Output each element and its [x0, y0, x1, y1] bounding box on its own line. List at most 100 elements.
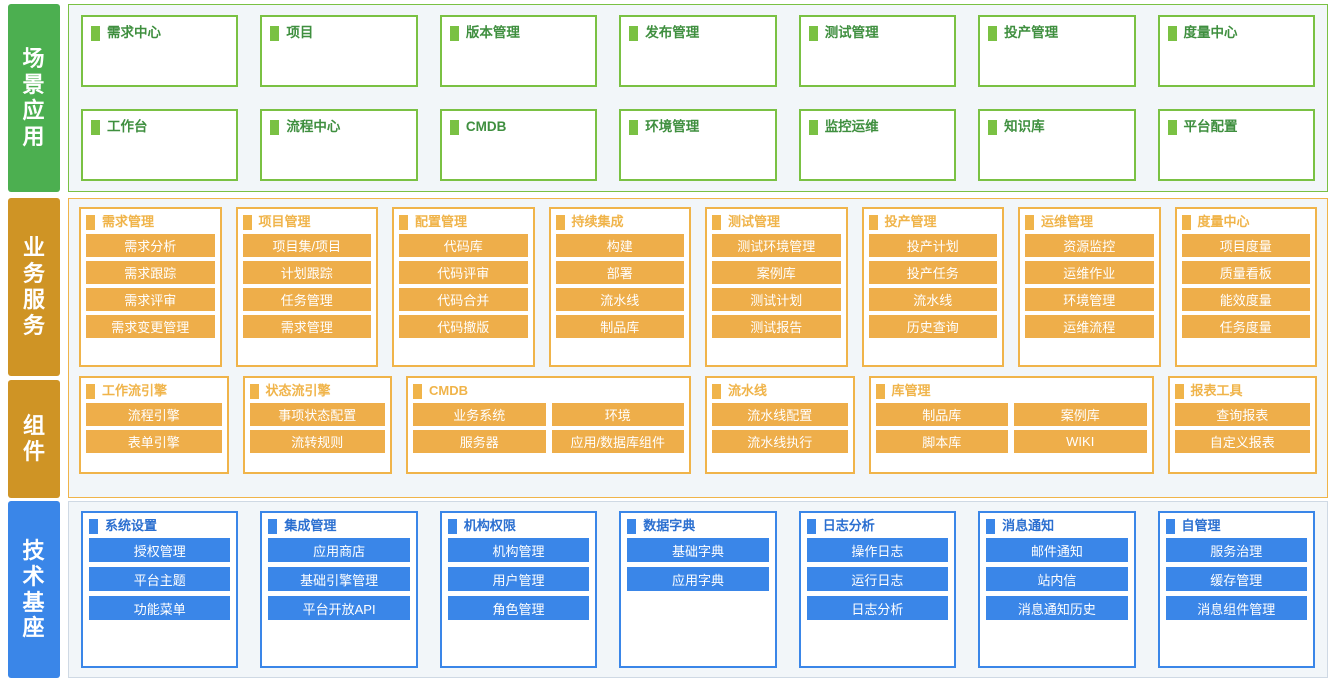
technical-foundation-item-服务治理[interactable]: 服务治理: [1165, 538, 1307, 562]
business-services-item-任务管理[interactable]: 任务管理: [242, 288, 371, 311]
business-services-item-测试环境管理[interactable]: 测试环境管理: [712, 234, 841, 257]
scene-card-知识库[interactable]: 知识库: [978, 109, 1136, 181]
components-item-脚本库[interactable]: 脚本库: [875, 430, 1008, 453]
technical-foundation-item-操作日志[interactable]: 操作日志: [806, 538, 949, 562]
business-services-item-运维流程[interactable]: 运维流程: [1025, 315, 1154, 338]
business-services-item-流水线[interactable]: 流水线: [555, 288, 684, 311]
business-services-item-历史查询[interactable]: 历史查询: [868, 315, 997, 338]
components-item-流水线执行[interactable]: 流水线执行: [712, 430, 848, 453]
technical-foundation-item-邮件通知[interactable]: 邮件通知: [986, 538, 1128, 562]
components-item-流水线配置[interactable]: 流水线配置: [712, 403, 848, 426]
technical-foundation-item-运行日志[interactable]: 运行日志: [806, 567, 949, 591]
business-services-card-项目管理[interactable]: 项目管理项目集/项目计划跟踪任务管理需求管理: [235, 207, 378, 367]
components-item-WIKI[interactable]: WIKI: [1014, 430, 1147, 453]
scene-card-环境管理[interactable]: 环境管理: [619, 109, 777, 181]
scene-card-度量中心[interactable]: 度量中心: [1157, 15, 1315, 87]
technical-foundation-item-缓存管理[interactable]: 缓存管理: [1165, 567, 1307, 591]
business-services-item-测试计划[interactable]: 测试计划: [712, 288, 841, 311]
scene-card-测试管理[interactable]: 测试管理: [798, 15, 957, 87]
business-services-item-代码撤版[interactable]: 代码撤版: [399, 315, 528, 338]
scene-card-平台配置[interactable]: 平台配置: [1157, 109, 1315, 181]
technical-foundation-card-数据字典[interactable]: 数据字典基础字典应用字典: [619, 511, 777, 668]
technical-foundation-item-平台主题[interactable]: 平台主题: [89, 567, 231, 591]
components-item-事项状态配置[interactable]: 事项状态配置: [249, 403, 385, 426]
scene-card-投产管理[interactable]: 投产管理: [978, 15, 1136, 87]
components-card-工作流引擎[interactable]: 工作流引擎流程引擎表单引擎: [79, 376, 229, 474]
business-services-item-需求跟踪[interactable]: 需求跟踪: [86, 261, 215, 284]
technical-foundation-item-平台开放API[interactable]: 平台开放API: [268, 596, 410, 620]
scene-card-发布管理[interactable]: 发布管理: [619, 15, 777, 87]
components-card-流水线[interactable]: 流水线流水线配置流水线执行: [705, 376, 855, 474]
business-services-item-能效度量[interactable]: 能效度量: [1181, 288, 1310, 311]
scene-card-流程中心[interactable]: 流程中心: [260, 109, 418, 181]
business-services-item-投产任务[interactable]: 投产任务: [868, 261, 997, 284]
business-services-item-资源监控[interactable]: 资源监控: [1025, 234, 1154, 257]
technical-foundation-item-机构管理[interactable]: 机构管理: [447, 538, 590, 562]
scene-card-工作台[interactable]: 工作台: [81, 109, 239, 181]
business-services-item-测试报告[interactable]: 测试报告: [712, 315, 841, 338]
components-item-制品库[interactable]: 制品库: [875, 403, 1008, 426]
technical-foundation-item-消息通知历史[interactable]: 消息通知历史: [986, 596, 1128, 620]
business-services-card-需求管理[interactable]: 需求管理需求分析需求跟踪需求评审需求变更管理: [79, 207, 222, 367]
technical-foundation-item-功能菜单[interactable]: 功能菜单: [89, 596, 231, 620]
technical-foundation-item-应用商店[interactable]: 应用商店: [268, 538, 410, 562]
business-services-item-环境管理[interactable]: 环境管理: [1025, 288, 1154, 311]
components-card-状态流引擎[interactable]: 状态流引擎事项状态配置流转规则: [242, 376, 392, 474]
components-item-应用/数据库组件[interactable]: 应用/数据库组件: [551, 430, 684, 453]
components-item-环境[interactable]: 环境: [551, 403, 684, 426]
business-services-item-部署[interactable]: 部署: [555, 261, 684, 284]
technical-foundation-card-集成管理[interactable]: 集成管理应用商店基础引擎管理平台开放API: [260, 511, 418, 668]
business-services-card-运维管理[interactable]: 运维管理资源监控运维作业环境管理运维流程: [1018, 207, 1161, 367]
technical-foundation-item-日志分析[interactable]: 日志分析: [806, 596, 949, 620]
business-services-item-计划跟踪[interactable]: 计划跟踪: [242, 261, 371, 284]
components-card-报表工具[interactable]: 报表工具查询报表自定义报表: [1167, 376, 1317, 474]
technical-foundation-item-角色管理[interactable]: 角色管理: [447, 596, 590, 620]
components-item-自定义报表[interactable]: 自定义报表: [1174, 430, 1310, 453]
components-item-案例库[interactable]: 案例库: [1014, 403, 1147, 426]
technical-foundation-card-机构权限[interactable]: 机构权限机构管理用户管理角色管理: [439, 511, 598, 668]
technical-foundation-card-消息通知[interactable]: 消息通知邮件通知站内信消息通知历史: [978, 511, 1136, 668]
components-item-业务系统[interactable]: 业务系统: [413, 403, 546, 426]
business-services-item-需求评审[interactable]: 需求评审: [86, 288, 215, 311]
components-item-流转规则[interactable]: 流转规则: [249, 430, 385, 453]
business-services-item-运维作业[interactable]: 运维作业: [1025, 261, 1154, 284]
business-services-card-测试管理[interactable]: 测试管理测试环境管理案例库测试计划测试报告: [705, 207, 848, 367]
business-services-item-投产计划[interactable]: 投产计划: [868, 234, 997, 257]
business-services-card-度量中心[interactable]: 度量中心项目度量质量看板能效度量任务度量: [1174, 207, 1317, 367]
technical-foundation-item-基础字典[interactable]: 基础字典: [627, 538, 769, 562]
scene-card-监控运维[interactable]: 监控运维: [798, 109, 957, 181]
technical-foundation-card-日志分析[interactable]: 日志分析操作日志运行日志日志分析: [798, 511, 957, 668]
components-item-流程引擎[interactable]: 流程引擎: [86, 403, 222, 426]
business-services-item-制品库[interactable]: 制品库: [555, 315, 684, 338]
scene-card-项目[interactable]: 项目: [260, 15, 418, 87]
business-services-card-持续集成[interactable]: 持续集成构建部署流水线制品库: [548, 207, 691, 367]
business-services-item-代码库[interactable]: 代码库: [399, 234, 528, 257]
scene-card-版本管理[interactable]: 版本管理: [439, 15, 598, 87]
technical-foundation-card-系统设置[interactable]: 系统设置授权管理平台主题功能菜单: [81, 511, 239, 668]
business-services-item-项目度量[interactable]: 项目度量: [1181, 234, 1310, 257]
technical-foundation-item-消息组件管理[interactable]: 消息组件管理: [1165, 596, 1307, 620]
components-item-查询报表[interactable]: 查询报表: [1174, 403, 1310, 426]
technical-foundation-item-授权管理[interactable]: 授权管理: [89, 538, 231, 562]
business-services-item-需求管理[interactable]: 需求管理: [242, 315, 371, 338]
business-services-card-配置管理[interactable]: 配置管理代码库代码评审代码合并代码撤版: [392, 207, 535, 367]
business-services-item-代码评审[interactable]: 代码评审: [399, 261, 528, 284]
business-services-item-需求变更管理[interactable]: 需求变更管理: [86, 315, 215, 338]
business-services-card-投产管理[interactable]: 投产管理投产计划投产任务流水线历史查询: [861, 207, 1004, 367]
business-services-item-代码合并[interactable]: 代码合并: [399, 288, 528, 311]
business-services-item-质量看板[interactable]: 质量看板: [1181, 261, 1310, 284]
components-item-服务器[interactable]: 服务器: [413, 430, 546, 453]
business-services-item-任务度量[interactable]: 任务度量: [1181, 315, 1310, 338]
business-services-item-项目集/项目[interactable]: 项目集/项目: [242, 234, 371, 257]
business-services-item-需求分析[interactable]: 需求分析: [86, 234, 215, 257]
business-services-item-流水线[interactable]: 流水线: [868, 288, 997, 311]
technical-foundation-item-应用字典[interactable]: 应用字典: [627, 567, 769, 591]
business-services-item-构建[interactable]: 构建: [555, 234, 684, 257]
components-item-表单引擎[interactable]: 表单引擎: [86, 430, 222, 453]
technical-foundation-item-用户管理[interactable]: 用户管理: [447, 567, 590, 591]
scene-card-CMDB[interactable]: CMDB: [439, 109, 598, 181]
business-services-item-案例库[interactable]: 案例库: [712, 261, 841, 284]
technical-foundation-card-自管理[interactable]: 自管理服务治理缓存管理消息组件管理: [1157, 511, 1315, 668]
